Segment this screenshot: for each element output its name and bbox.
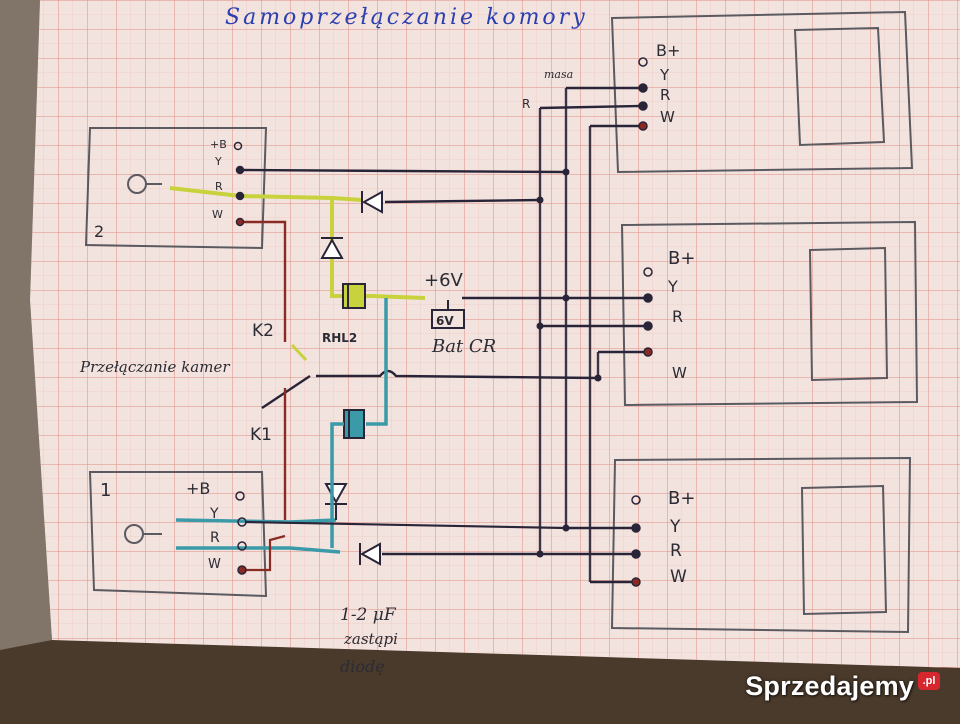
camera-mid bbox=[620, 220, 919, 407]
mid-camera-wires bbox=[462, 296, 648, 354]
camera-bottom-term-r: R bbox=[670, 541, 682, 561]
mid-camera-terminals bbox=[643, 267, 653, 357]
diode-top bbox=[361, 190, 383, 214]
unit-1-term-r: R bbox=[210, 530, 220, 546]
unit-2-number: 2 bbox=[94, 222, 104, 241]
camera-bottom-term-b: B+ bbox=[668, 488, 695, 509]
camera-mid-term-b: B+ bbox=[668, 248, 695, 269]
bus-wires bbox=[538, 88, 600, 582]
k1-label: K1 bbox=[250, 425, 272, 445]
unit-1-number: 1 bbox=[100, 480, 111, 501]
voltage-label: +6V bbox=[424, 270, 464, 291]
unit-2-terminals bbox=[233, 141, 245, 227]
camera-top-term-y: Y bbox=[659, 66, 670, 84]
battery bbox=[431, 300, 465, 329]
masa-label: masa bbox=[544, 68, 573, 81]
diode-vertical-upper bbox=[320, 237, 344, 259]
bottom-camera-wires bbox=[382, 526, 636, 584]
camera-mid-term-r: R bbox=[672, 307, 683, 326]
camera-top-term-b: B+ bbox=[656, 41, 680, 60]
bottom-camera-terminals bbox=[631, 495, 641, 587]
relay-coil-upper bbox=[342, 283, 366, 309]
diagram-title: Samoprzełączanie komory bbox=[225, 5, 588, 30]
unit-1-term-b: +B bbox=[186, 479, 210, 498]
battery-label: 6V bbox=[436, 314, 454, 328]
switch-label: Przełączanie kamer bbox=[79, 358, 230, 376]
capacitor-note-line3: diodę bbox=[340, 657, 385, 676]
camera-bottom-term-y: Y bbox=[669, 517, 681, 537]
unit-2-term-r: R bbox=[215, 180, 223, 193]
camera-top bbox=[610, 10, 914, 174]
unit-2-term-y: Y bbox=[214, 155, 222, 168]
camera-mid-term-w: W bbox=[672, 364, 687, 382]
relay-label: RHL2 bbox=[322, 331, 357, 345]
unit-1-term-y: Y bbox=[209, 506, 219, 522]
unit-1-box bbox=[88, 471, 268, 598]
unit-2-box bbox=[84, 127, 268, 250]
top-camera-terminals bbox=[638, 57, 648, 131]
relay-coil-lower bbox=[343, 409, 365, 439]
unit-1-wires bbox=[244, 504, 567, 572]
camera-bottom bbox=[610, 456, 912, 634]
unit-2-term-b: +B bbox=[210, 138, 227, 151]
unit-1-terminals bbox=[235, 491, 247, 575]
r-label: R bbox=[522, 97, 530, 111]
junction-dots bbox=[536, 168, 602, 558]
unit-1-term-w: W bbox=[208, 557, 221, 572]
camera-bottom-term-w: W bbox=[670, 567, 687, 587]
camera-top-term-r: R bbox=[660, 86, 670, 104]
camera-top-term-w: W bbox=[660, 108, 675, 126]
watermark-logo: Sprzedajemy bbox=[745, 671, 914, 701]
top-camera-wires bbox=[539, 86, 641, 128]
diode-bottom bbox=[359, 542, 381, 566]
capacitor-note-line2: zastąpi bbox=[343, 630, 398, 648]
capacitor-note-line1: 1-2 μF bbox=[340, 605, 397, 625]
battery-caption: Bat CR bbox=[431, 336, 496, 357]
k2-label: K2 bbox=[252, 321, 274, 341]
k1-switch bbox=[261, 369, 599, 520]
unit-2-term-w: W bbox=[212, 208, 223, 221]
watermark-badge: .pl bbox=[918, 672, 940, 690]
camera-mid-term-y: Y bbox=[667, 277, 678, 296]
